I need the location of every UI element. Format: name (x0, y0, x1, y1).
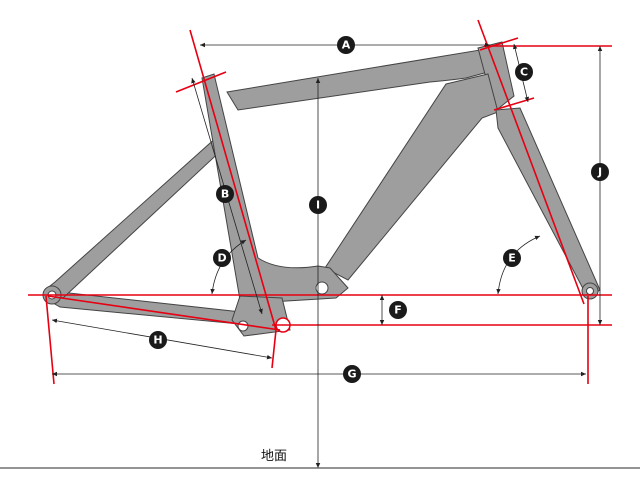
chain-stay (47, 291, 251, 326)
seat-tube-axis (189, 29, 277, 331)
svg-text:B: B (221, 188, 229, 201)
label-a: A (337, 36, 355, 54)
ground-label: 地面 (261, 449, 287, 464)
svg-text:J: J (597, 166, 602, 179)
svg-text:C: C (520, 66, 528, 79)
svg-text:F: F (394, 304, 402, 317)
svg-text:E: E (508, 252, 516, 265)
head-tube-top-marker (479, 37, 519, 51)
top-tube (226, 49, 489, 111)
svg-text:G: G (347, 368, 356, 381)
label-e: E (503, 249, 521, 267)
svg-text:I: I (316, 199, 320, 212)
label-f: F (389, 301, 407, 319)
svg-text:H: H (153, 334, 162, 347)
head-tube-axis (477, 19, 585, 305)
label-b: B (216, 185, 234, 203)
label-h: H (149, 331, 167, 349)
seat-stay (44, 135, 227, 299)
label-c: C (515, 63, 533, 81)
seat-tube-top-marker (175, 71, 227, 93)
label-g: G (343, 365, 361, 383)
label-j: J (591, 163, 609, 181)
bike-frame (42, 41, 601, 337)
svg-text:D: D (217, 252, 226, 265)
bb-drop-marker (271, 329, 277, 369)
front-fork (495, 107, 601, 299)
svg-text:A: A (342, 39, 351, 52)
label-d: D (213, 249, 231, 267)
label-i: I (309, 196, 327, 214)
down-tube (324, 73, 499, 281)
rear-axle-vertical (45, 295, 55, 385)
